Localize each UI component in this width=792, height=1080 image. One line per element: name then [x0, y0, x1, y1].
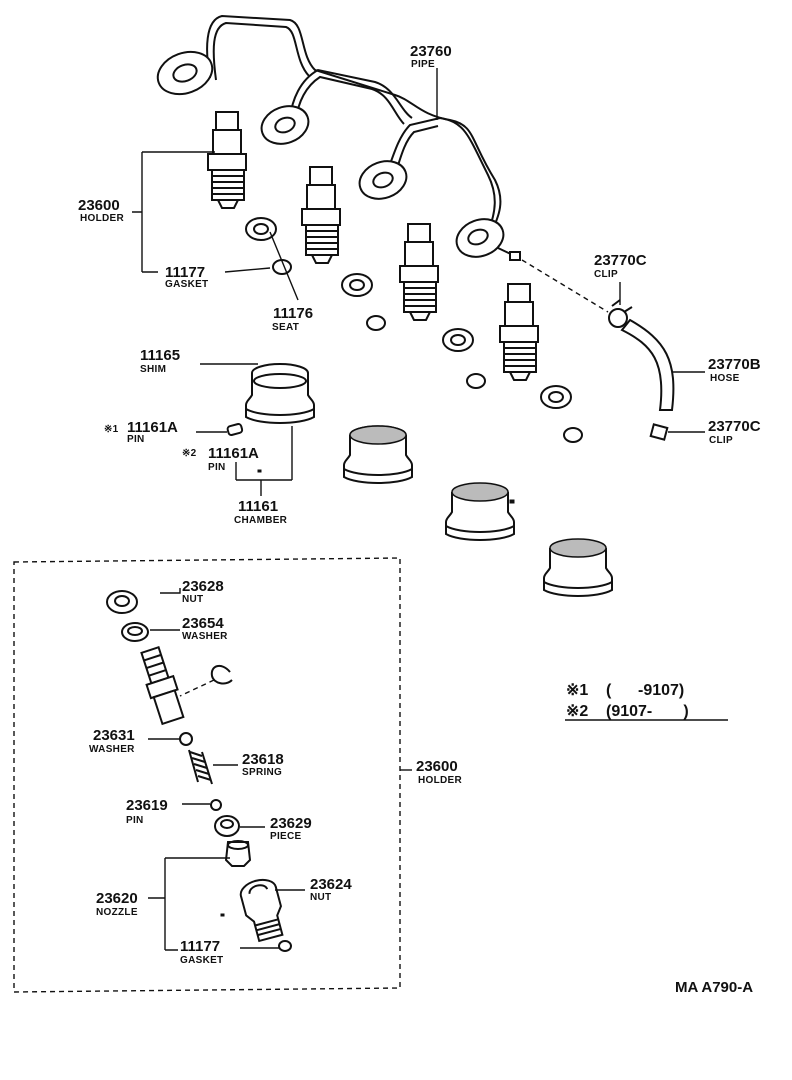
callout-washer-top: 23654 WASHER	[182, 615, 228, 642]
callout-pipe: 23760 PIPE	[410, 43, 452, 70]
part-number: 11177	[165, 264, 205, 281]
callout-hose: 23770B HOSE	[708, 356, 761, 384]
part-number: 11161A	[208, 445, 259, 462]
callout-pin-1: ※1 11161A PIN	[104, 419, 178, 445]
part-name: WASHER	[89, 744, 135, 755]
combustion-chamber-1	[245, 363, 315, 424]
part-name: PIN	[126, 815, 144, 826]
part-name: NUT	[182, 594, 203, 605]
note-mark: ※1	[566, 682, 588, 699]
callout-clip-upper: 23770C CLIP	[594, 252, 647, 280]
part-name: CHAMBER	[234, 515, 288, 526]
callout-chamber: 11161 CHAMBER	[234, 498, 288, 526]
part-name: WASHER	[182, 631, 228, 642]
part-number: 11161	[238, 498, 278, 515]
part-number: 23600	[416, 758, 458, 775]
callout-holder-top: 23600 HOLDER	[78, 197, 124, 224]
callout-holder-assembly: 23600 HOLDER	[416, 758, 462, 786]
part-number: 23629	[270, 815, 312, 832]
leader-lines	[132, 68, 728, 951]
part-name: PIN	[208, 462, 226, 473]
part-name: NUT	[310, 892, 331, 903]
callout-gasket-bottom: 11177 GASKET	[180, 938, 223, 966]
part-name: GASKET	[180, 955, 223, 966]
part-name: SPRING	[242, 767, 282, 778]
part-number: 11176	[273, 305, 313, 322]
injector-holder-4	[499, 283, 539, 381]
part-number: 23619	[126, 797, 168, 814]
callout-spring: 23618 SPRING	[242, 751, 284, 778]
diagram-code: MA A790-A	[675, 979, 753, 996]
callout-washer-mid: 23631 WASHER	[89, 727, 135, 755]
part-name: HOSE	[710, 373, 740, 384]
part-name: NOZZLE	[96, 907, 138, 918]
note-range: ( -9107)	[606, 682, 684, 699]
note-mark: ※2	[182, 448, 197, 459]
injector-holder-3	[399, 223, 439, 321]
injection-pipe-assembly	[156, 14, 521, 261]
part-name: PIECE	[270, 831, 302, 842]
part-number: 23770C	[594, 252, 647, 269]
injector-holder-1	[207, 111, 247, 209]
leakage-hose-assembly	[521, 259, 675, 441]
part-name: HOLDER	[80, 213, 124, 224]
applicability-notes: ※1 ( -9107) ※2 (9107- )	[566, 682, 689, 720]
note-mark: ※1	[104, 424, 119, 435]
part-number: 23654	[182, 615, 224, 632]
callout-nut-bottom: 23624 NUT	[310, 876, 352, 903]
callout-gasket-top: 11177 GASKET	[165, 264, 208, 290]
combustion-chamber-4	[543, 538, 613, 597]
callout-nut-top: 23628 NUT	[182, 578, 224, 605]
part-name: SHIM	[140, 364, 166, 375]
seats-and-gaskets	[245, 217, 583, 443]
part-name: PIN	[127, 434, 145, 445]
part-number: 11165	[140, 347, 180, 364]
part-number: 23770B	[708, 356, 761, 373]
part-name: SEAT	[272, 322, 299, 333]
part-number: 23628	[182, 578, 224, 595]
part-number: 23631	[93, 727, 135, 744]
part-name: CLIP	[594, 269, 618, 280]
part-number: 11161A	[127, 419, 178, 436]
note-mark: ※2	[566, 703, 588, 720]
note-range: (9107- )	[606, 703, 689, 720]
chamber-pin	[226, 423, 244, 437]
callout-nozzle: 23620 NOZZLE	[96, 890, 138, 918]
callout-pin-2: ※2 11161A PIN	[182, 445, 259, 473]
combustion-chamber-3	[445, 482, 515, 541]
part-number: 23624	[310, 876, 352, 893]
part-number: 23760	[410, 43, 452, 60]
part-number: 23770C	[708, 418, 761, 435]
callout-shim: 11165 SHIM	[140, 347, 180, 375]
part-name: CLIP	[709, 435, 733, 446]
part-number: 23618	[242, 751, 284, 768]
part-number: 23620	[96, 890, 138, 907]
part-name: HOLDER	[418, 775, 462, 786]
injector-holder-2	[301, 166, 341, 264]
callout-seat: 11176 SEAT	[272, 305, 313, 333]
callout-pin-small: 23619 PIN	[126, 797, 168, 826]
combustion-chamber-2	[343, 425, 413, 484]
part-number: 23600	[78, 197, 120, 214]
callout-clip-lower: 23770C CLIP	[708, 418, 761, 446]
holder-exploded-view	[13, 557, 401, 993]
part-name: GASKET	[165, 279, 208, 290]
part-number: 11177	[180, 938, 220, 955]
part-name: PIPE	[411, 59, 435, 70]
callout-piece: 23629 PIECE	[270, 815, 312, 842]
